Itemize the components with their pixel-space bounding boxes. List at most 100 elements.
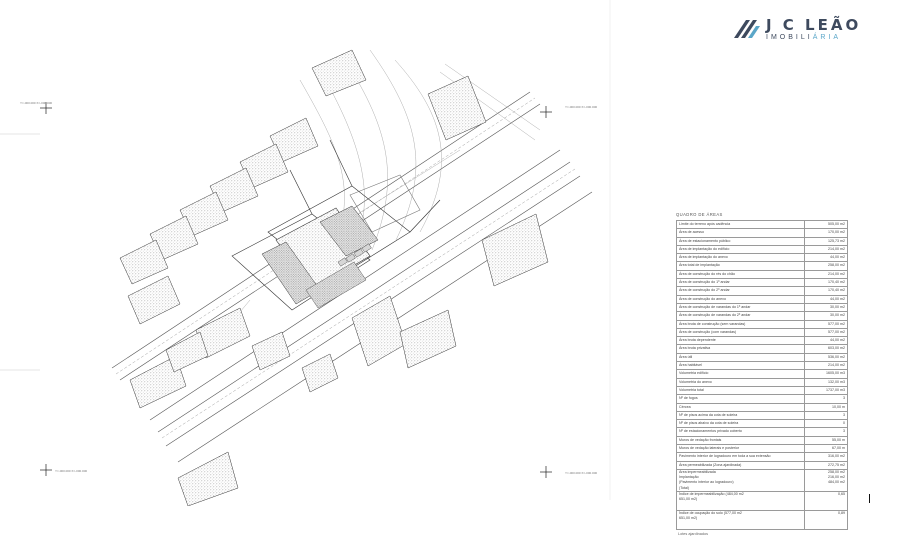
- row-label: Área útil: [676, 352, 805, 363]
- row-value: 0,89: [803, 509, 849, 530]
- row-value: 55,00 m: [803, 435, 849, 446]
- coord-marker-tl: [40, 102, 52, 114]
- row-label: Área bruta de construção (sem varandas): [676, 319, 805, 329]
- row-value: 3: [803, 427, 849, 437]
- row-label: Área de construção do rés do chão: [676, 269, 805, 280]
- row-value: 44,00 m2: [803, 294, 849, 304]
- coord-marker-bl: [40, 464, 52, 476]
- row-value: 214,00 m2: [803, 269, 849, 280]
- table-row: Área bruta de construção (sem varandas)5…: [676, 319, 849, 329]
- site-plan-drawing: Y=-000.000 X=-000.000 Y=-000.000 X=-000.…: [0, 0, 611, 506]
- row-label: Área de implantação do anexo: [676, 253, 805, 263]
- row-label: Área de estacionamento público: [676, 236, 805, 246]
- row-label: Volumetria total: [676, 385, 805, 396]
- row-value: 603,00 m2: [803, 344, 849, 354]
- row-value: 1605,00 m3: [803, 369, 849, 379]
- row-label: Área de construção do anexo: [676, 294, 805, 304]
- table-row: Área permeabilizada (Zona ajardinada)272…: [676, 460, 849, 470]
- row-label: Limite do terreno após cadência: [676, 219, 805, 230]
- row-label: Nº de estacionamentos privado coberto: [676, 427, 805, 437]
- site-plan-page: Y=-000.000 X=-000.000 Y=-000.000 X=-000.…: [0, 0, 870, 536]
- row-label: Área de construção de varandas do 2º and…: [676, 311, 805, 321]
- areas-table-panel: QUADRO DE ÁREAS Limite do terreno após c…: [676, 212, 849, 536]
- coord-marker-br: [540, 466, 552, 478]
- coord-label-bl: Y=-000.000 X=-000.000: [55, 469, 87, 473]
- row-label: Nº de fogos: [676, 394, 805, 404]
- row-label: Área de construção de varandas do 1º and…: [676, 302, 805, 313]
- row-label: Área de implantação do edifício: [676, 244, 805, 255]
- row-value: 1737,00 m3: [803, 385, 849, 396]
- table-row: Área de construção (com varandas)577,00 …: [676, 327, 849, 338]
- row-value: 132,00 m3: [803, 377, 849, 387]
- row-label: Área total de implantação: [676, 261, 805, 271]
- row-label: Área de construção do 2º andar: [676, 286, 805, 296]
- row-label: Muros de vedação frontais: [676, 435, 805, 446]
- row-value: 214,00 m2: [803, 361, 849, 371]
- table-row: Área de construção de varandas do 1º and…: [676, 302, 849, 313]
- coord-label-tl: Y=-000.000 X=-000.000: [20, 101, 52, 105]
- row-label: Área de acesso: [676, 228, 805, 238]
- row-value: 536,00 m2: [803, 352, 849, 363]
- row-value: 577,00 m2: [803, 327, 849, 338]
- row-value: 170,40 m2: [803, 278, 849, 288]
- row-value: 0,65: [803, 490, 849, 511]
- row-label: Nº de pisos abaixo da cota de soleira: [676, 419, 805, 429]
- brand-subtitle: IMOBILIÁRIA: [766, 34, 842, 41]
- row-value: 258,00 m2: [803, 261, 849, 271]
- row-value: 170,00 m2: [803, 228, 849, 238]
- row-value: 3: [803, 410, 849, 421]
- brand-mark-icon: [734, 20, 760, 38]
- brand-logo: J C LEÃO IMOBILIÁRIA: [732, 16, 858, 44]
- row-value: 0: [803, 419, 849, 429]
- row-label: Área habitável: [676, 361, 805, 371]
- row-label: Muros de vedação laterais e posterior: [676, 443, 805, 454]
- row-value: 44,00 m2: [803, 253, 849, 263]
- row-label: Área de construção (com varandas): [676, 327, 805, 338]
- table-row: Pavimento interior de logradouro em toda…: [676, 452, 849, 462]
- row-label: Área de construção do 1º andar: [676, 278, 805, 288]
- areas-table-footer: Lotes ajardinados: [678, 531, 708, 536]
- row-value: 577,00 m2: [803, 319, 849, 329]
- row-value: 125,73 m2: [803, 236, 849, 246]
- row-value: 30,00 m2: [803, 302, 849, 313]
- row-label: Nº de pisos acima da cota de soleira: [676, 410, 805, 421]
- row-value: 3: [803, 394, 849, 404]
- row-label: Área bruta dependente: [676, 336, 805, 346]
- coord-label-tr: Y=-000.000 X=-000.000: [565, 105, 597, 109]
- row-value: 10,00 m: [803, 402, 849, 412]
- coord-marker-tr: [540, 106, 552, 118]
- areas-table-title: QUADRO DE ÁREAS: [676, 212, 723, 217]
- row-value: 316,00 m2: [803, 452, 849, 462]
- row-value: 30,00 m2: [803, 311, 849, 321]
- row-label: Volumetria edifício: [676, 369, 805, 379]
- table-row: Área de construção de varandas do 2º and…: [676, 311, 849, 321]
- row-label: Volumetria do anexo: [676, 377, 805, 387]
